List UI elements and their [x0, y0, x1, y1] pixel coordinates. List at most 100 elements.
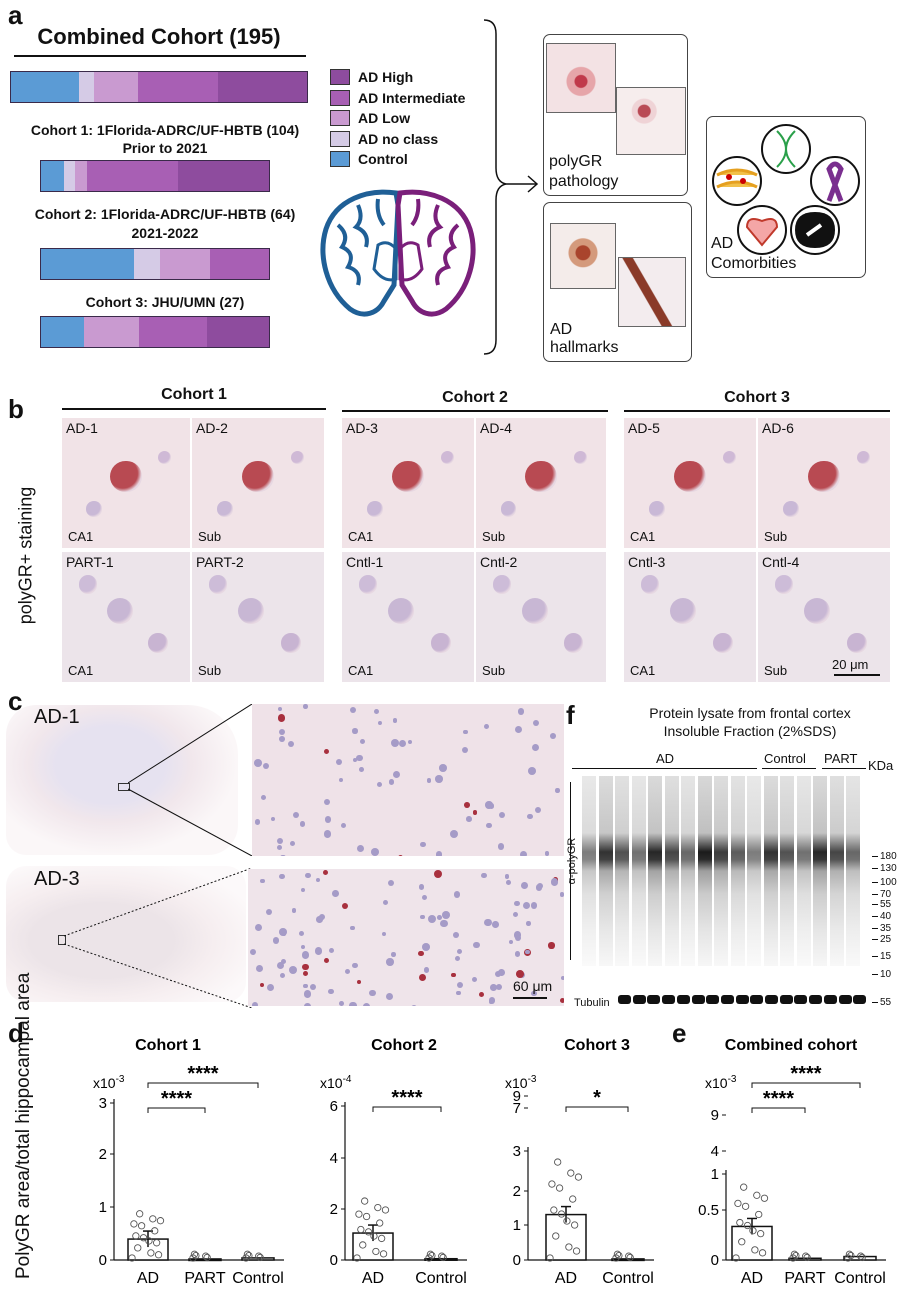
cell-dot — [514, 950, 521, 957]
cell-dot — [323, 748, 330, 755]
bar-segment-2 — [159, 249, 210, 279]
data-point — [372, 1247, 380, 1256]
legend-swatch — [330, 151, 350, 167]
cell-dot — [422, 942, 430, 951]
blot-lane — [747, 776, 761, 966]
cohort3-bar — [40, 316, 270, 348]
y-tick-label: 2 — [513, 1183, 521, 1200]
blot-lane — [846, 776, 860, 966]
kda-marker: 180 — [872, 851, 897, 862]
cell-dot — [301, 944, 306, 949]
kda-marker-text: 25 — [880, 934, 892, 945]
kda-marker: 40 — [872, 911, 891, 922]
cell-dot — [454, 955, 460, 962]
cohort2-subtitle: 2021-2022 — [131, 225, 199, 241]
cell-dot — [488, 997, 495, 1004]
data-point — [154, 1251, 163, 1259]
cell-dot — [323, 957, 330, 964]
tile-case-label: AD-1 — [66, 420, 98, 436]
data-point — [357, 1225, 365, 1234]
cell-nucleus — [291, 450, 305, 464]
cell-dot — [339, 778, 344, 783]
title-underline — [14, 55, 306, 57]
cell-dot — [335, 758, 343, 766]
tile-case-label: AD-2 — [196, 420, 228, 436]
hallmark-micrograph-1 — [550, 223, 616, 289]
blot-lane — [615, 776, 629, 966]
data-point — [741, 1202, 750, 1210]
cell-dot — [359, 767, 365, 773]
cell-dot — [548, 942, 555, 949]
cell-dot — [304, 872, 311, 879]
cell-dot — [433, 870, 442, 878]
cell-dot — [391, 739, 399, 748]
category-label: AD — [555, 1270, 577, 1287]
cell-dot — [550, 732, 556, 739]
cell-dot — [522, 901, 530, 910]
cell-dot — [442, 911, 451, 920]
tubulin-marker: 55 — [872, 997, 891, 1008]
bar-segment-2 — [93, 72, 139, 102]
bar-segment-1 — [79, 72, 94, 102]
data-point — [613, 1250, 622, 1258]
group-control-rule — [762, 768, 816, 769]
cell-dot — [293, 811, 300, 819]
cell-dot — [261, 795, 267, 801]
cell-dot — [357, 845, 365, 853]
panel-label-b: b — [8, 394, 24, 424]
bar-segment-3 — [139, 317, 208, 347]
cell-nucleus — [431, 633, 451, 653]
bar-segment-1 — [63, 161, 76, 191]
data-point — [565, 1243, 573, 1251]
chart-title: Combined cohort — [725, 1037, 858, 1054]
cell-dot — [527, 813, 534, 820]
brain-coronal-icon — [320, 189, 476, 317]
cell-dot — [472, 810, 478, 815]
cell-nucleus — [649, 501, 665, 517]
tile-region-label: Sub — [764, 663, 788, 678]
cell-nucleus — [847, 633, 867, 653]
cell-dot — [506, 880, 512, 885]
cohort2-col-rule — [342, 410, 608, 412]
cell-nucleus — [804, 597, 831, 624]
cohort3-title: Cohort 3: JHU/UMN (27) — [85, 294, 245, 310]
tile-case-label: AD-6 — [762, 420, 794, 436]
cell-dot — [517, 708, 525, 716]
hallmark-micrograph-2 — [618, 257, 686, 327]
cell-dot — [324, 816, 332, 824]
cell-dot — [281, 958, 287, 964]
tubulin-marker-text: 55 — [880, 997, 892, 1008]
blot-lane — [780, 776, 794, 966]
bar-segment-0 — [41, 249, 135, 279]
cell-dot — [456, 949, 462, 955]
legend-item: AD no class — [330, 130, 438, 147]
cell-dot — [278, 735, 285, 742]
antibody-label: α-polyGR — [566, 837, 578, 885]
kda-marker-text: 180 — [880, 851, 897, 862]
cohort3-col-title: Cohort 3 — [724, 389, 790, 406]
tubulin-band — [750, 995, 764, 1004]
cell-dot — [486, 822, 492, 829]
cell-nucleus — [500, 501, 517, 517]
cell-dot — [279, 927, 287, 936]
cell-dot — [276, 837, 283, 844]
data-point — [139, 1234, 148, 1242]
cell-dot — [340, 822, 347, 829]
cell-dot — [421, 895, 428, 901]
polygr-box-label-1: polyGR — [549, 153, 603, 170]
cell-nucleus — [641, 575, 660, 594]
tile-case-label: PART-1 — [66, 554, 114, 570]
data-point — [130, 1220, 138, 1228]
tile-region-label: CA1 — [348, 529, 374, 544]
ad1-highmag-micrograph — [252, 704, 564, 856]
category-label: AD — [137, 1270, 159, 1287]
cell-dot — [528, 767, 537, 776]
data-point — [555, 1184, 564, 1192]
cell-dot — [279, 854, 286, 856]
cell-nucleus — [86, 501, 102, 517]
group-ad-label: AD — [656, 751, 675, 766]
y-tick-label: 0 — [99, 1252, 107, 1269]
cell-dot — [559, 892, 564, 897]
